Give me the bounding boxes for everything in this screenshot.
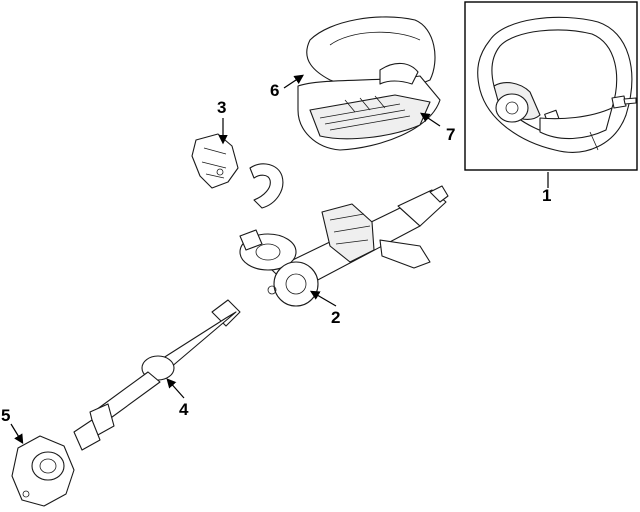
callout-6: 6 (270, 81, 279, 100)
callout-1: 1 (542, 186, 551, 205)
callout-4: 4 (179, 400, 189, 419)
callout-2: 2 (331, 308, 340, 327)
column-seal-part (11, 435, 75, 507)
callout-3: 3 (217, 98, 226, 117)
leader-lines (10, 74, 549, 445)
column-bracket-part (191, 133, 284, 209)
intermediate-shaft-part (73, 299, 241, 451)
callout-5: 5 (1, 406, 10, 425)
steering-column-part (239, 185, 449, 307)
wheel-bolt-icon (611, 95, 637, 109)
steering-wheel-inset (464, 1, 638, 171)
steering-wheel-icon (477, 16, 633, 153)
callout-7: 7 (446, 125, 455, 144)
column-cover-assembly (297, 16, 441, 151)
